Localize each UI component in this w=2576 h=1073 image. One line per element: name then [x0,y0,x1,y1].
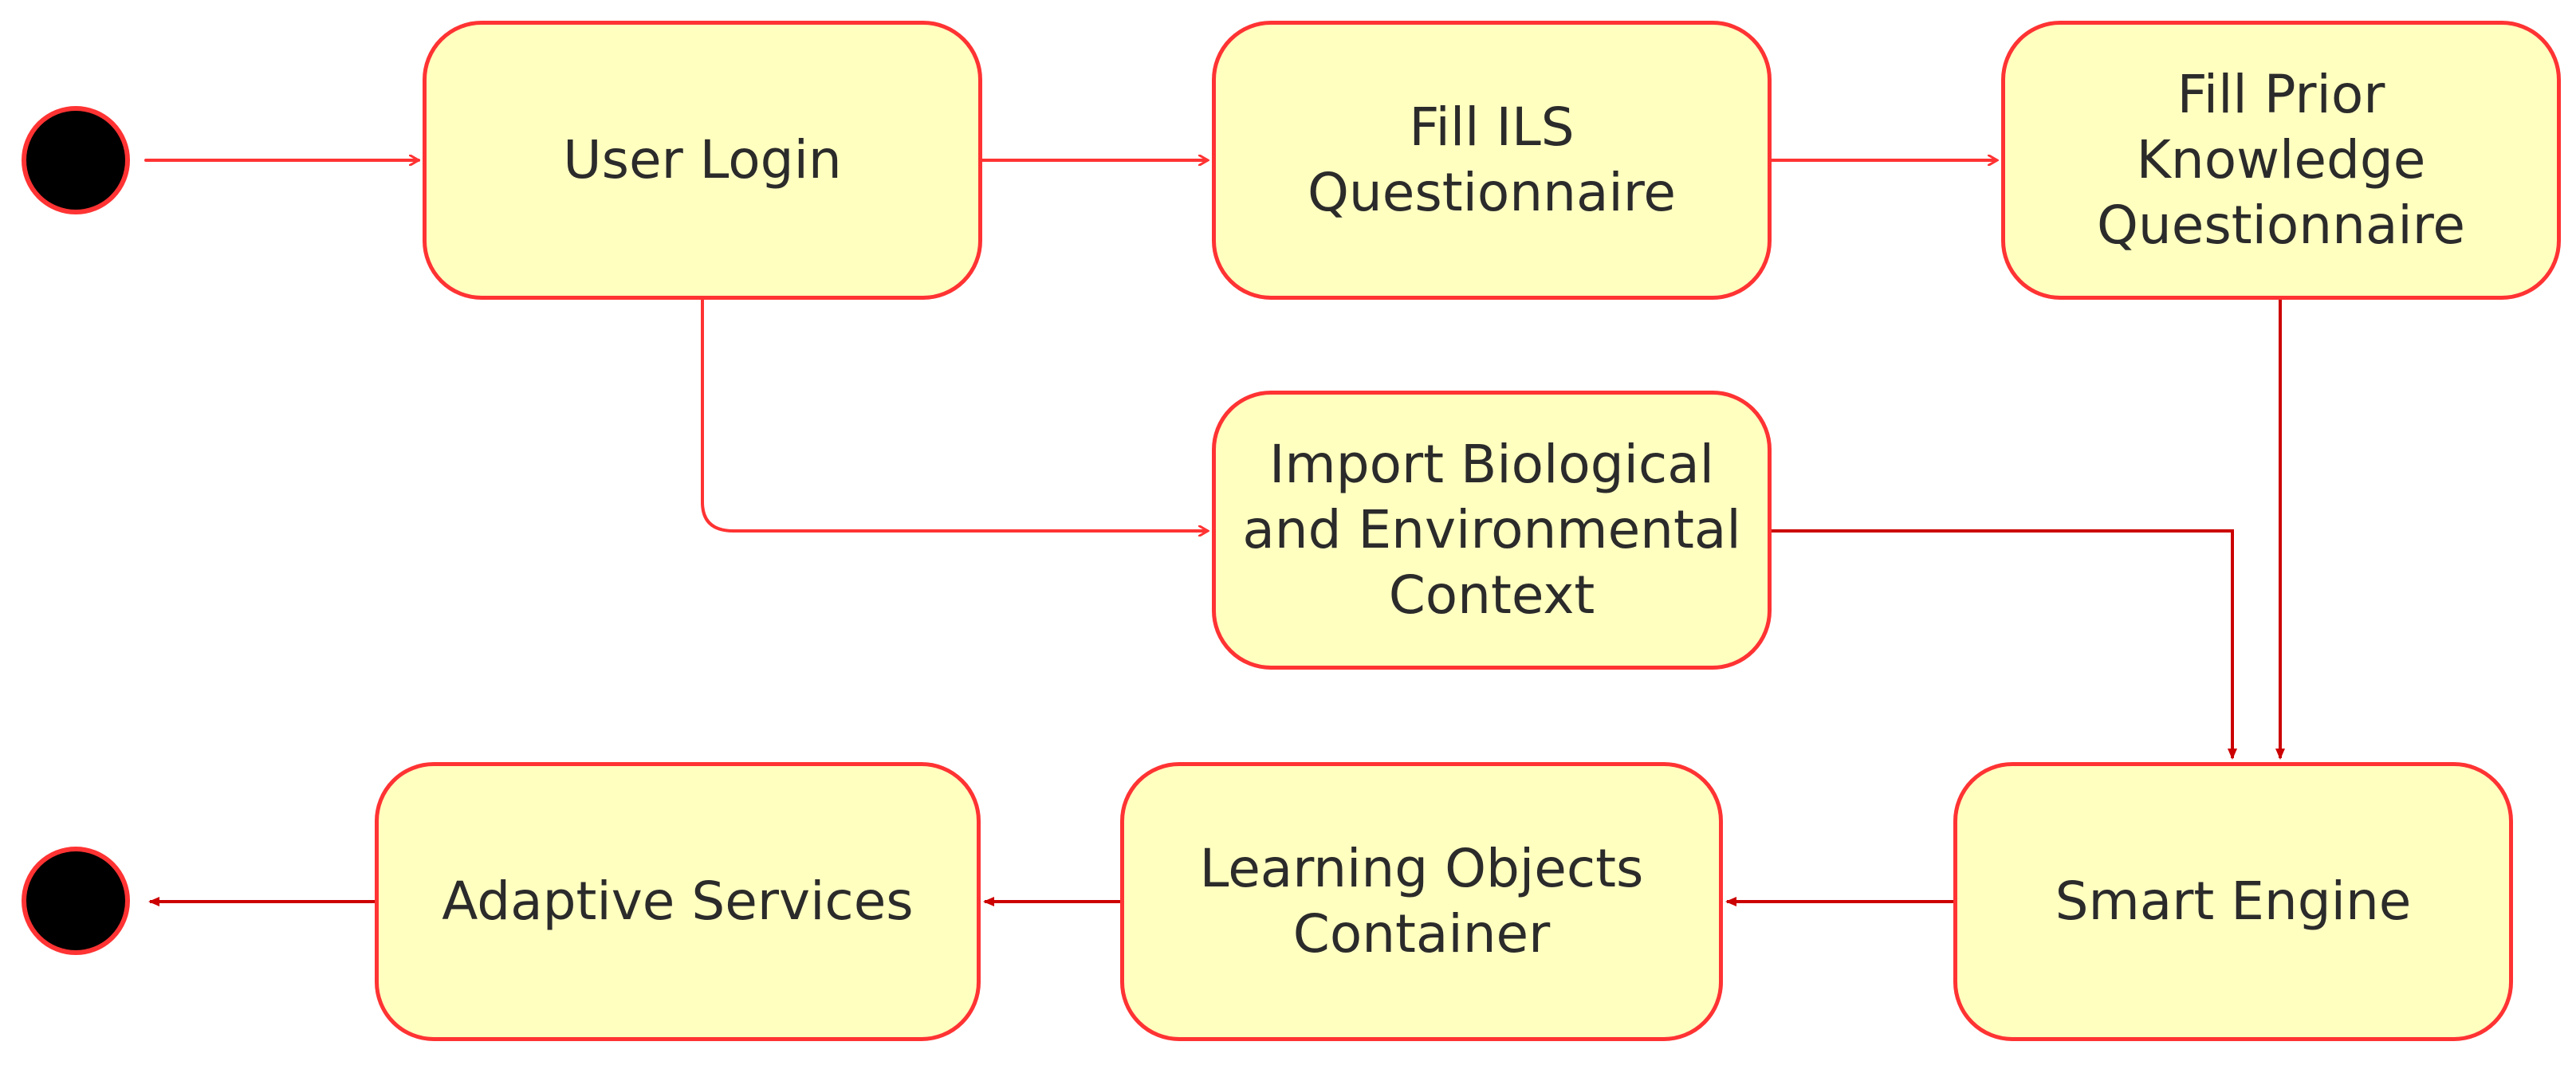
activity-label: Adaptive Services [442,871,914,932]
activity-label: Import Biological and Environmental Cont… [1242,434,1741,626]
edge-login-to-import [701,300,1208,531]
activity-label: Learning Objects Container [1199,838,1644,965]
activity-label: Smart Engine [2055,871,2412,932]
activity-label: Fill ILS Questionnaire [1307,96,1677,223]
activity-user-login: User Login [423,21,982,300]
activity-learning-objects-container: Learning Objects Container [1120,762,1723,1041]
edge-import-to-smart [1772,529,2237,760]
activity-fill-prior-knowledge-questionnaire: Fill Prior Knowledge Questionnaire [2001,21,2561,300]
activity-adaptive-services: Adaptive Services [375,762,981,1041]
activity-smart-engine: Smart Engine [1953,762,2513,1041]
activity-label: Fill Prior Knowledge Questionnaire [2096,64,2466,256]
initial-node-icon [22,106,130,214]
activity-label: User Login [563,129,842,191]
activity-fill-ils-questionnaire: Fill ILS Questionnaire [1212,21,1772,300]
final-node-icon [22,847,130,955]
activity-import-context: Import Biological and Environmental Cont… [1212,391,1772,670]
